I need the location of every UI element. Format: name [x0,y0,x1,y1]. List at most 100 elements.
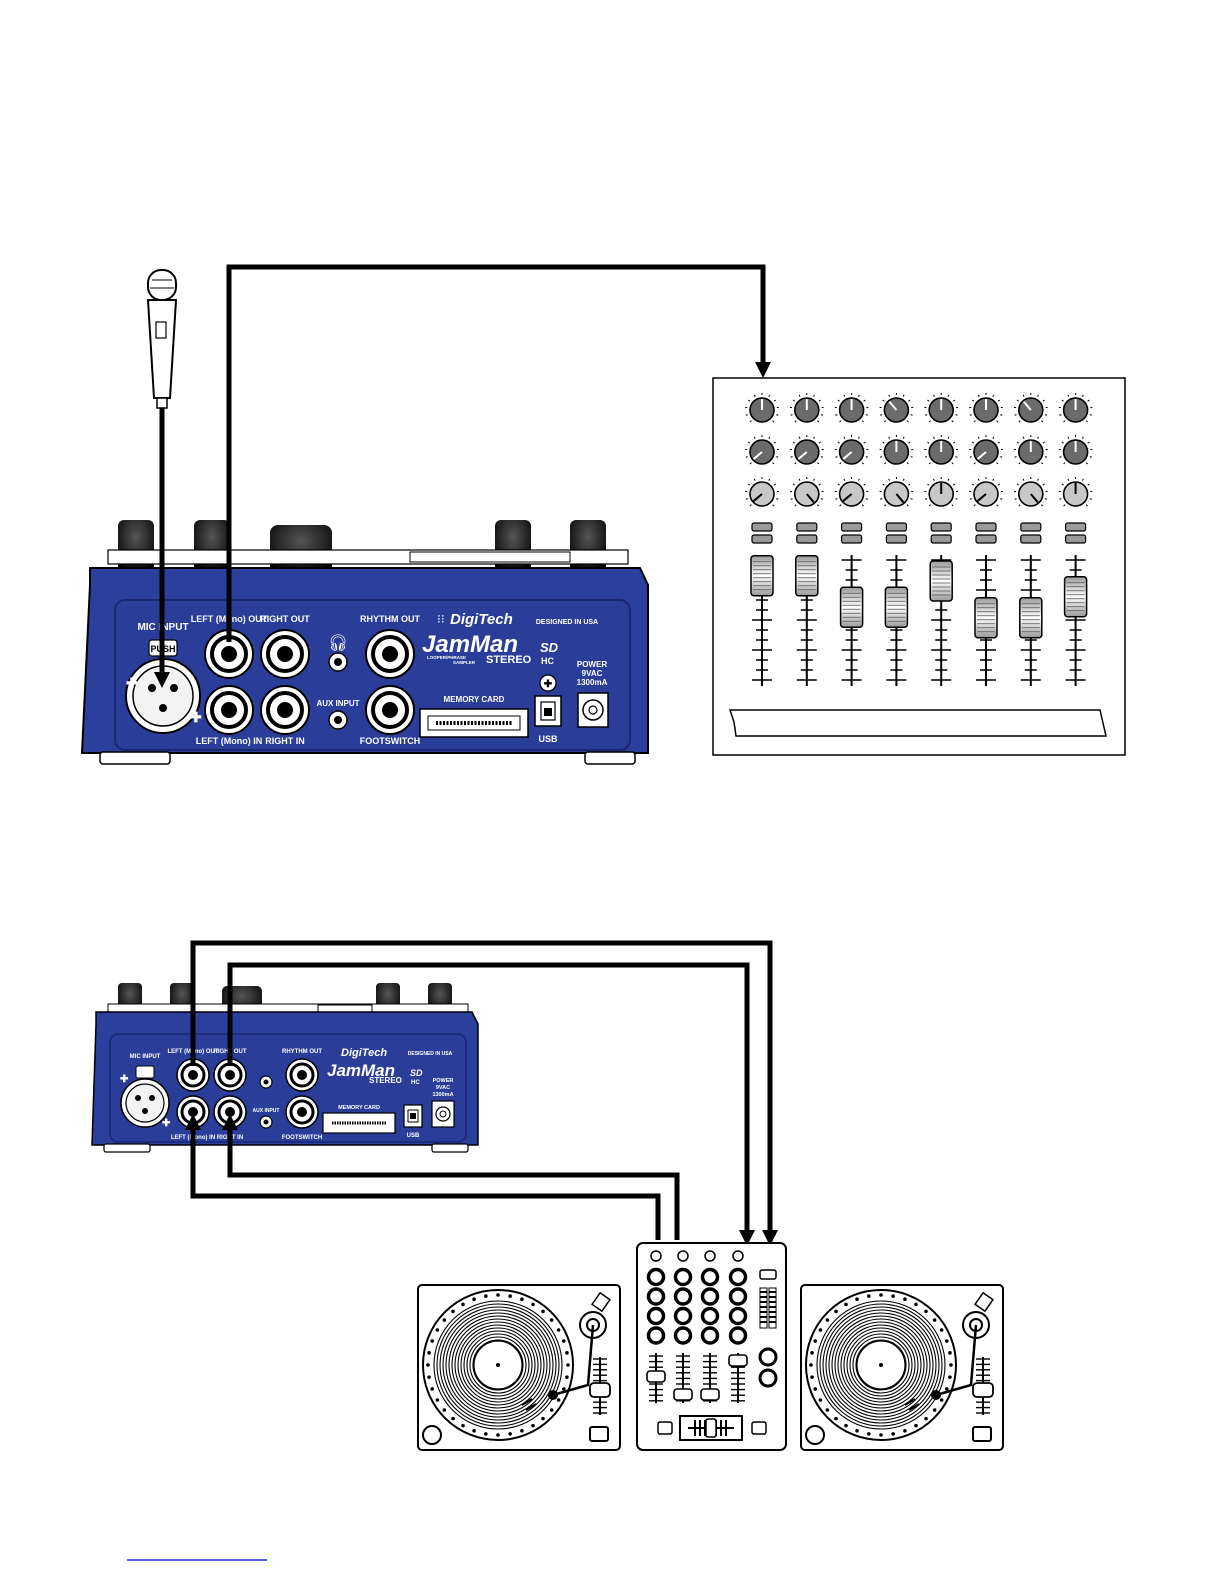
mixer-knob[interactable] [834,477,869,507]
right-out-jack[interactable] [260,629,310,679]
mixer-knob[interactable] [1013,435,1048,465]
dj-channel-fader[interactable] [700,1353,720,1403]
mixer-knob[interactable] [745,477,779,507]
dj-eq-knob[interactable] [673,1267,693,1287]
rhythm-out-jack-small[interactable] [285,1058,319,1092]
mixer-knob[interactable] [1013,477,1048,507]
dj-eq-knob[interactable] [700,1306,720,1326]
mixer-button[interactable] [1020,534,1042,544]
mixer-button[interactable] [796,522,818,532]
dj-eq-knob[interactable] [673,1306,693,1326]
mixer-knob[interactable] [834,435,869,465]
dj-eq-knob[interactable] [700,1267,720,1287]
dj-eq-knob[interactable] [673,1326,693,1345]
mixer-button[interactable] [930,522,952,532]
pitch-fader[interactable] [589,1357,611,1415]
mixer-knob[interactable] [789,477,824,507]
power-jack-small[interactable] [431,1100,455,1128]
start-button[interactable] [422,1425,442,1445]
dj-eq-knob[interactable] [673,1287,693,1306]
aux-input-jack-small[interactable] [259,1115,273,1129]
start-button[interactable] [805,1425,825,1445]
left-out-jack[interactable] [204,629,254,679]
mixer-button[interactable] [840,522,863,532]
headphone-jack-small[interactable] [259,1075,273,1089]
mixer-knob[interactable] [1058,435,1093,465]
mixer-button[interactable] [751,522,773,532]
mixer-button[interactable] [885,534,908,544]
left-out-jack-small[interactable] [176,1058,210,1092]
dj-eq-knob[interactable] [646,1287,666,1306]
dj-channel-fader[interactable] [646,1353,666,1403]
mixer-fader[interactable] [795,555,819,686]
footswitch-jack-small[interactable] [285,1095,319,1129]
mixer-button[interactable] [975,522,997,532]
speed-button[interactable] [589,1426,609,1442]
mixer-knob[interactable] [834,393,869,423]
power-jack[interactable] [577,692,609,728]
dj-eq-knob[interactable] [728,1326,748,1345]
mixer-knob[interactable] [969,435,1003,465]
platter[interactable] [805,1289,957,1441]
mixer-knob[interactable] [879,477,914,507]
dj-eq-knob[interactable] [728,1306,748,1326]
dj-booth-knob[interactable] [758,1368,778,1388]
mixer-button[interactable] [1064,534,1087,544]
mixer-fader[interactable] [974,555,998,686]
right-out-jack-small[interactable] [213,1058,247,1092]
mixer-button[interactable] [840,534,863,544]
left-in-jack[interactable] [204,685,254,735]
speed-button[interactable] [972,1426,992,1442]
dj-eq-knob[interactable] [700,1326,720,1345]
mixer-button[interactable] [796,534,818,544]
dj-eq-knob[interactable] [646,1306,666,1326]
dj-master-knob[interactable] [758,1347,778,1367]
mixer-knob[interactable] [924,393,959,423]
mixer-fader[interactable] [929,555,953,686]
tonearm[interactable] [521,1291,611,1411]
mixer-knob[interactable] [879,393,914,423]
mixer-button[interactable] [930,534,952,544]
mixer-knob[interactable] [745,435,779,465]
dj-button-left[interactable] [657,1421,673,1435]
dj-trim-knob[interactable] [650,1250,662,1262]
mixer-knob[interactable] [924,435,959,465]
dj-button-right[interactable] [751,1421,767,1435]
mixer-fader[interactable] [750,555,774,686]
dj-crossfader[interactable] [679,1415,743,1441]
mixer-button[interactable] [751,534,773,544]
dj-eq-knob[interactable] [646,1326,666,1345]
mixer-button[interactable] [1020,522,1042,532]
dj-trim-knob[interactable] [677,1250,689,1262]
right-in-jack[interactable] [260,685,310,735]
dj-trim-knob[interactable] [732,1250,744,1262]
mic-input-jack-small[interactable]: ✚ ✚ [120,1065,171,1129]
dj-eq-knob[interactable] [728,1287,748,1306]
mixer-fader[interactable] [839,555,864,686]
dj-eq-knob[interactable] [646,1267,666,1287]
footswitch-jack[interactable] [365,685,415,735]
tonearm[interactable] [904,1291,994,1411]
mixer-knob[interactable] [969,393,1003,423]
headphone-jack[interactable] [328,652,348,672]
mixer-knob[interactable] [789,435,824,465]
mixer-button[interactable] [885,522,908,532]
aux-input-jack[interactable] [328,710,348,730]
dj-cue-button[interactable] [759,1269,777,1280]
memory-card-slot[interactable] [419,708,529,738]
dj-eq-knob[interactable] [700,1287,720,1306]
dj-channel-fader[interactable] [673,1353,693,1403]
mixer-knob[interactable] [1013,393,1048,423]
pitch-fader[interactable] [972,1357,994,1415]
dj-channel-fader[interactable] [728,1353,748,1403]
usb-port[interactable] [534,695,562,727]
dj-eq-knob[interactable] [728,1267,748,1287]
mixer-knob[interactable] [789,393,824,423]
mixer-knob[interactable] [745,393,779,423]
mixer-button[interactable] [975,534,997,544]
mixer-knob[interactable] [924,477,959,507]
rhythm-out-jack[interactable] [365,629,415,679]
mixer-fader[interactable] [1063,555,1088,686]
mixer-knob[interactable] [1058,477,1093,507]
platter[interactable] [422,1289,574,1441]
